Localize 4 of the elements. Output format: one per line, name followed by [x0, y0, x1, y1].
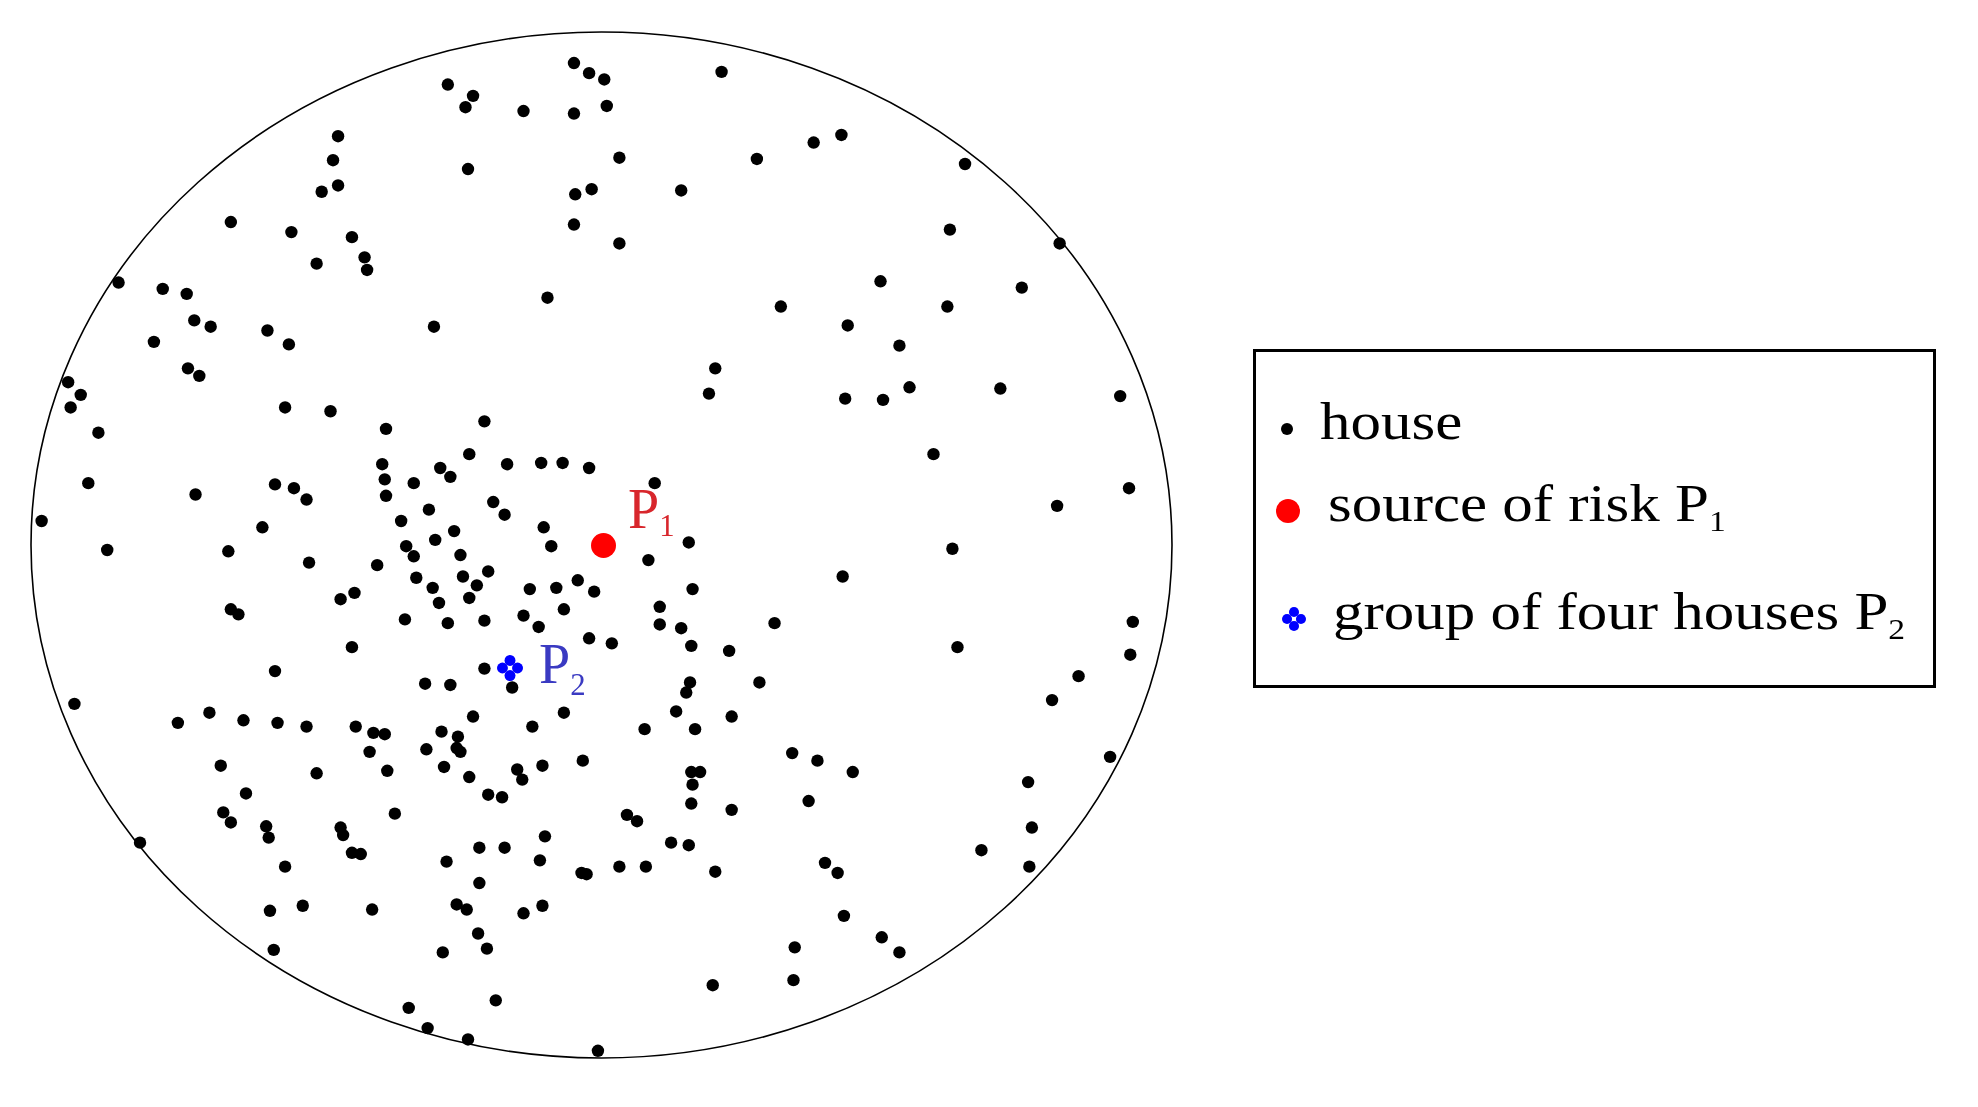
legend-label: group of four houses P$_{2}$	[1333, 585, 1906, 639]
point-label: P$_{1}$	[628, 481, 675, 537]
legend-label: house	[1320, 395, 1463, 449]
legend-label: source of risk P$_{1}$	[1328, 477, 1726, 531]
